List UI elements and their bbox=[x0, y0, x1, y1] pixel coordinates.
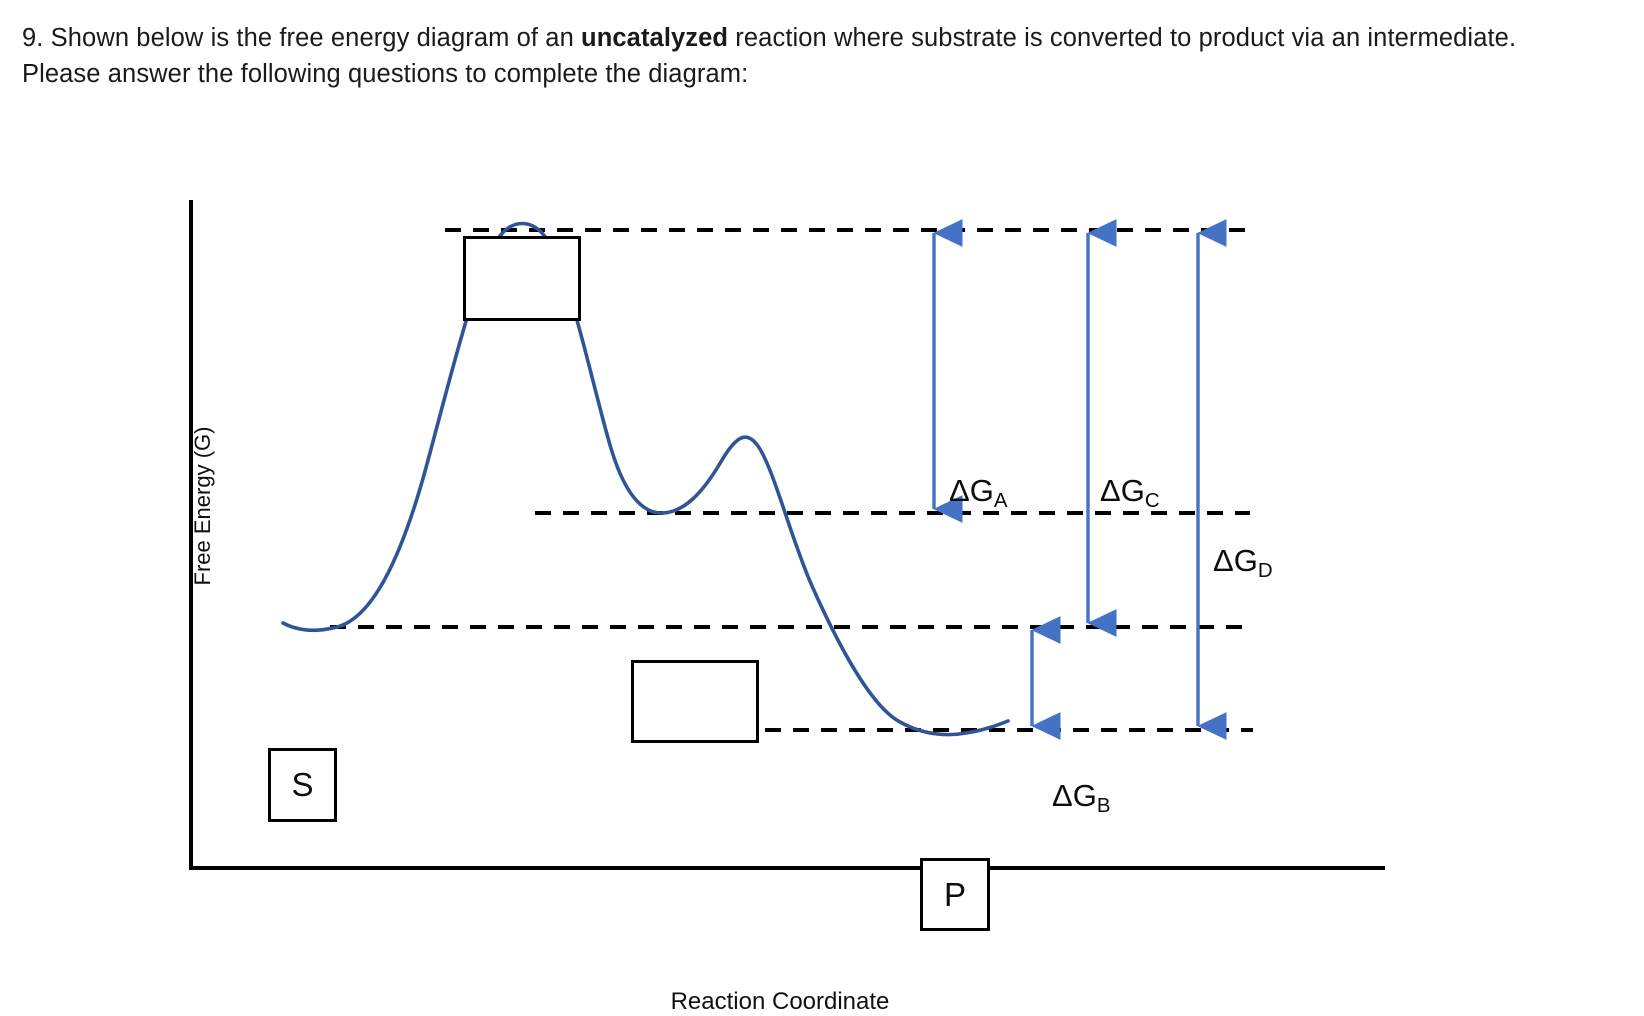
x-axis-label: Reaction Coordinate bbox=[670, 988, 890, 1015]
delta-g-a-label: ΔGA bbox=[949, 473, 1007, 510]
y-axis-label: Free Energy (G) bbox=[190, 426, 215, 586]
intermediate-label-box[interactable] bbox=[631, 660, 759, 743]
energy-curve-group bbox=[281, 221, 1010, 737]
delta-g-b-base: ΔG bbox=[1052, 778, 1097, 813]
axis-group bbox=[189, 200, 1385, 870]
delta-g-d-label: ΔGD bbox=[1213, 543, 1273, 580]
delta-g-arrows bbox=[932, 219, 1227, 740]
delta-g-b-label: ΔGB bbox=[1052, 778, 1110, 815]
delta-g-c-base: ΔG bbox=[1100, 473, 1145, 508]
free-energy-diagram: Free Energy (G) Reaction Coordinate S P … bbox=[0, 108, 1644, 1015]
diagram-canvas bbox=[189, 200, 1385, 870]
question-prompt: 9. Shown below is the free energy diagra… bbox=[22, 20, 1542, 92]
question-emphasis-uncatalyzed: uncatalyzed bbox=[581, 24, 729, 52]
transition-state-label-box[interactable] bbox=[463, 236, 581, 321]
delta-g-d-subscript: D bbox=[1257, 558, 1273, 582]
delta-g-c-label: ΔGC bbox=[1100, 473, 1160, 510]
question-text-part2: reaction where substrate is converted to… bbox=[22, 24, 1517, 88]
delta-g-a-subscript: A bbox=[993, 488, 1008, 512]
delta-g-c-subscript: C bbox=[1144, 488, 1160, 512]
delta-g-b-subscript: B bbox=[1096, 793, 1111, 817]
question-text-part1: 9. Shown below is the free energy diagra… bbox=[22, 24, 582, 52]
delta-g-d-base: ΔG bbox=[1213, 543, 1258, 578]
energy-curve bbox=[281, 221, 1010, 737]
substrate-label-box[interactable]: S bbox=[268, 748, 337, 822]
product-label-box[interactable]: P bbox=[920, 858, 990, 931]
delta-g-a-base: ΔG bbox=[949, 473, 994, 508]
